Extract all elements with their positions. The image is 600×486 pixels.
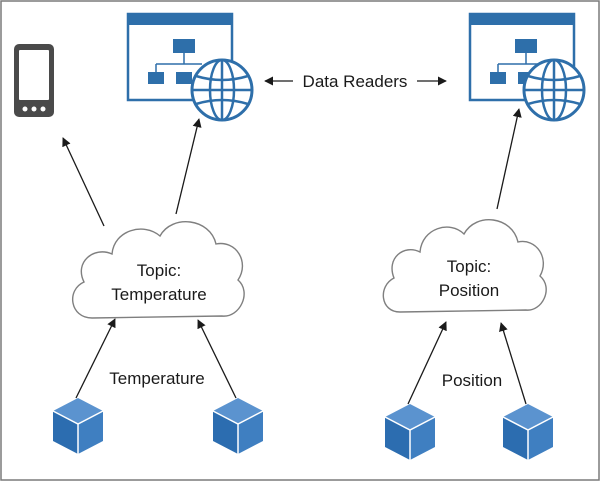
writer-arrow-temp-right: [197, 319, 237, 399]
globe-icon: [190, 58, 254, 122]
cube-icon: [212, 398, 264, 454]
position-data-label: Position: [442, 371, 502, 390]
temperature-data-label: Temperature: [109, 369, 204, 388]
topic-temperature-line1: Topic:: [137, 261, 181, 280]
reader-arrow-app-left: [175, 118, 202, 215]
web-application-icon: [126, 12, 254, 122]
topic-cloud-position: Topic: Position: [382, 219, 547, 313]
globe-icon: [522, 58, 586, 122]
cube-icon: [52, 398, 104, 454]
data-readers-label: Data Readers: [303, 72, 408, 91]
reader-arrow-app-right: [496, 108, 522, 210]
topic-position-line1: Topic:: [447, 257, 491, 276]
smartphone-icon: [14, 44, 54, 117]
topic-position-line2: Position: [439, 281, 499, 300]
writer-arrow-pos-right: [499, 322, 527, 405]
writer-arrow-temp-left: [75, 318, 116, 399]
reader-arrow-phone: [62, 137, 105, 227]
topic-cloud-temperature: Topic: Temperature: [71, 221, 245, 319]
cube-icon: [502, 404, 554, 460]
web-application-icon: [468, 12, 586, 122]
cube-icon: [384, 404, 436, 460]
writer-arrow-pos-left: [407, 321, 447, 405]
topic-temperature-line2: Temperature: [111, 285, 206, 304]
